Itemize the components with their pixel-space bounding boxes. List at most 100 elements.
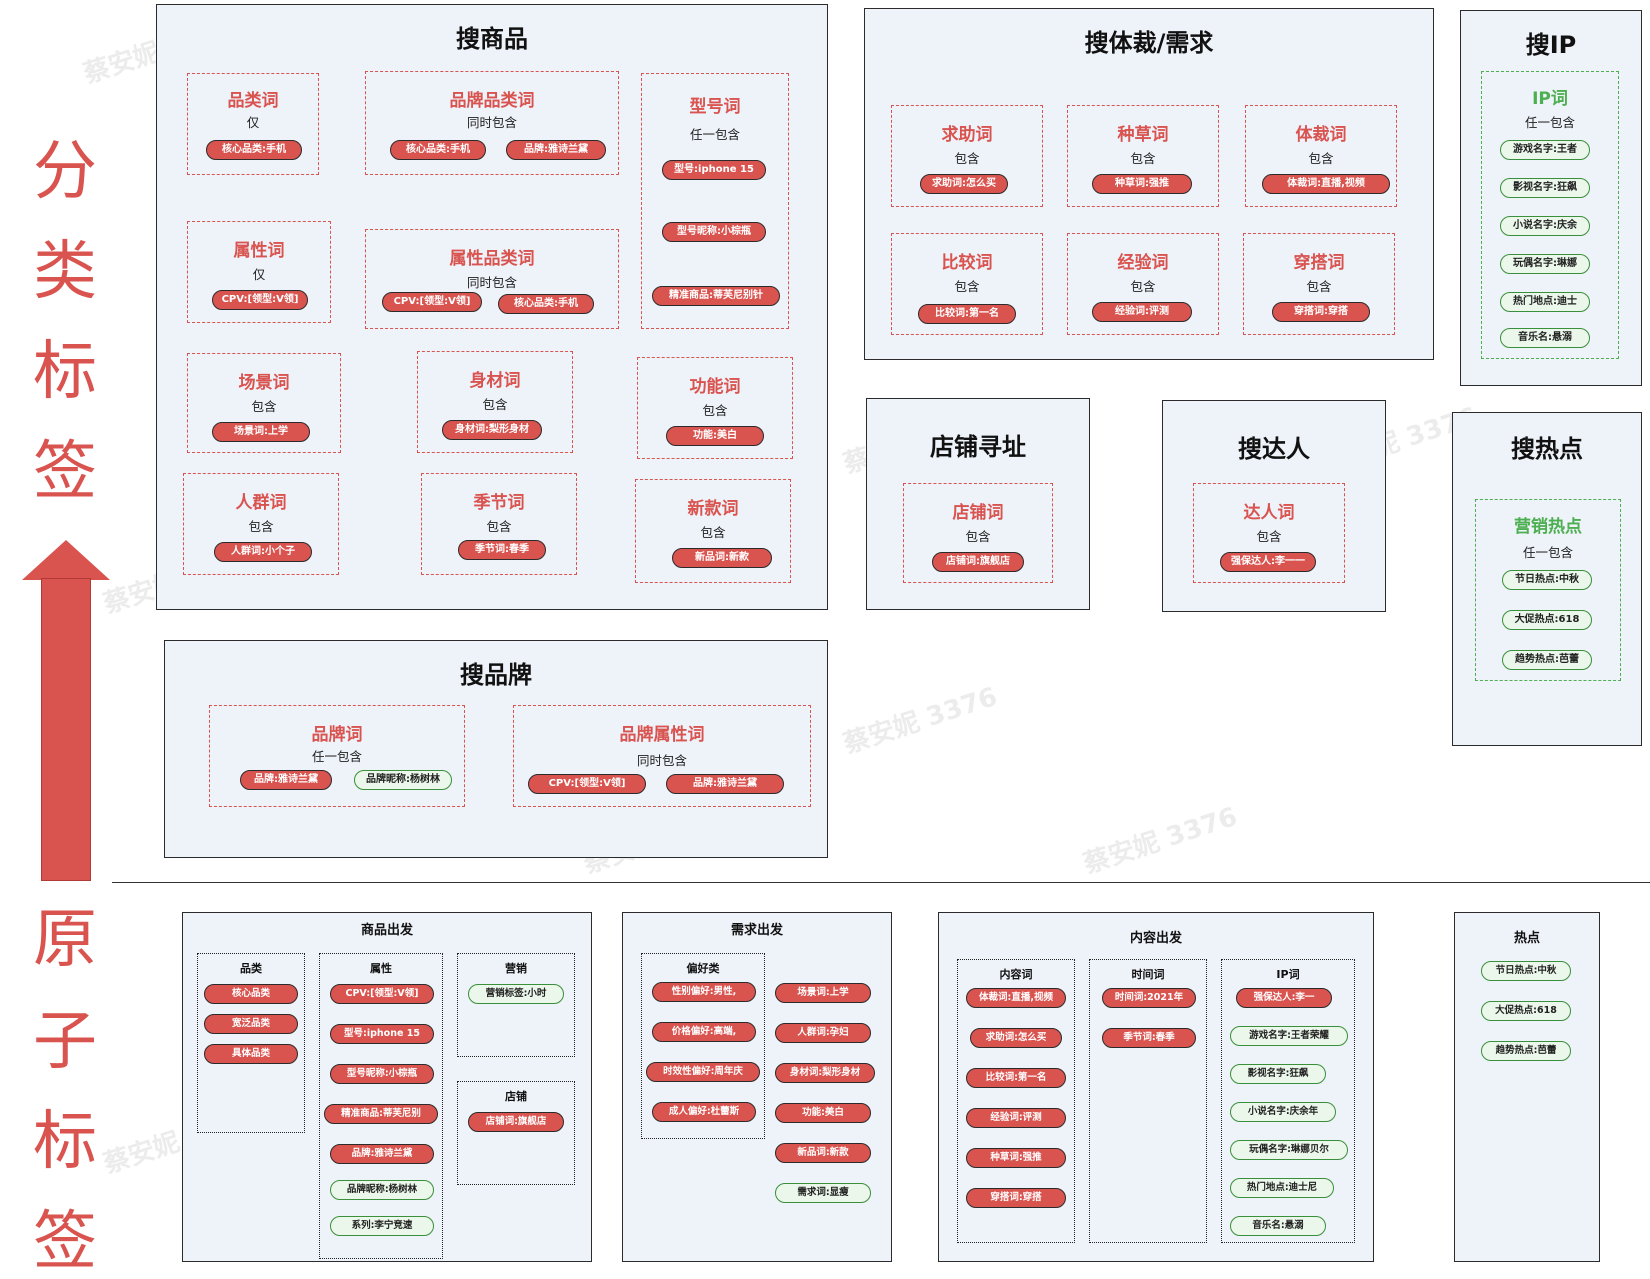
group-note: 包含 bbox=[965, 529, 991, 544]
tag-pill: 核心品类:手机 bbox=[498, 294, 594, 314]
tag-pill: 场景词:上学 bbox=[212, 422, 310, 442]
group-title: 品牌属性词 bbox=[619, 725, 705, 745]
group-title: 穿搭词 bbox=[1293, 253, 1345, 273]
group-title: 功能词 bbox=[689, 377, 741, 397]
tag-pill: 宽泛品类 bbox=[204, 1014, 298, 1034]
tag-pill: 新品词:新款 bbox=[672, 548, 772, 568]
tag-pill: 营销标签:小时 bbox=[468, 984, 564, 1004]
tag-pill: 比较词:第一名 bbox=[966, 1068, 1066, 1088]
tag-pill: 热门地点:迪士 bbox=[1500, 292, 1590, 312]
tag-pill: 型号昵称:小棕瓶 bbox=[330, 1064, 434, 1084]
group-note: 包含 bbox=[1306, 279, 1332, 294]
genre-word-group: 体裁词 包含 体裁词:直播,视频 bbox=[1245, 105, 1397, 207]
group-title: 人群词 bbox=[235, 493, 287, 513]
preference-group: 偏好类 性别偏好:男性, 价格偏好:高端, 时效性偏好:周年庆 成人偏好:杜蕾斯 bbox=[641, 953, 765, 1139]
side-label-char: 签 bbox=[33, 1205, 97, 1279]
side-label-char: 类 bbox=[33, 235, 97, 309]
group-title: 经验词 bbox=[1117, 253, 1169, 273]
crowd-word-group: 人群词 包含 人群词:小个子 bbox=[183, 473, 339, 575]
group-title: 场景词 bbox=[238, 373, 290, 393]
tag-pill: 季节词:春季 bbox=[458, 540, 546, 560]
tag-pill: 玩偶名字:琳娜贝尔 bbox=[1230, 1140, 1348, 1160]
group-note: 包含 bbox=[482, 397, 508, 412]
group-title: 属性品类词 bbox=[449, 249, 535, 269]
tag-pill: 强保达人:李一一 bbox=[1220, 552, 1316, 572]
tag-pill: 需求词:显瘦 bbox=[775, 1183, 871, 1203]
tag-pill: 人群词:孕妇 bbox=[775, 1023, 871, 1043]
category-group: 品类 核心品类 宽泛品类 具体品类 bbox=[197, 953, 305, 1133]
tag-pill: 体裁词:直播,视频 bbox=[1262, 174, 1390, 194]
tag-pill: 价格偏好:高端, bbox=[652, 1022, 756, 1042]
content-word-group: 内容词 体裁词:直播,视频 求助词:怎么买 比较词:第一名 经验词:评测 种草词… bbox=[957, 959, 1075, 1243]
panel-title: 需求出发 bbox=[730, 923, 783, 938]
brand-attribute-word-group: 品牌属性词 同时包含 CPV:[领型:V领] 品牌:雅诗兰黛 bbox=[513, 705, 811, 807]
group-note: 包含 bbox=[248, 519, 274, 534]
group-title: 比较词 bbox=[941, 253, 993, 273]
tag-pill: 店铺词:旗舰店 bbox=[932, 552, 1024, 572]
atomic-demand-panel: 需求出发 偏好类 性别偏好:男性, 价格偏好:高端, 时效性偏好:周年庆 成人偏… bbox=[622, 912, 892, 1262]
group-title: 内容词 bbox=[999, 968, 1033, 981]
tag-pill: 人群词:小个子 bbox=[214, 542, 312, 562]
group-note: 同时包含 bbox=[466, 275, 517, 290]
category-word-group: 品类词 仅 核心品类:手机 bbox=[187, 73, 319, 175]
tag-pill: 核心品类:手机 bbox=[206, 140, 302, 160]
shop-group: 店铺 店铺词:旗舰店 bbox=[457, 1081, 575, 1185]
tag-pill: 热门地点:迪士尼 bbox=[1230, 1178, 1334, 1198]
tag-pill: CPV:[领型:V领] bbox=[528, 774, 646, 794]
tag-pill: 性别偏好:男性, bbox=[652, 982, 756, 1002]
tag-pill: 时间词:2021年 bbox=[1102, 988, 1196, 1008]
group-note: 包含 bbox=[1130, 151, 1156, 166]
new-word-group: 新款词 包含 新品词:新款 bbox=[635, 479, 791, 583]
compare-word-group: 比较词 包含 比较词:第一名 bbox=[891, 233, 1043, 335]
tag-pill: 求助词:怎么买 bbox=[970, 1028, 1062, 1048]
group-title: 季节词 bbox=[473, 493, 525, 513]
tag-pill: 体裁词:直播,视频 bbox=[966, 988, 1066, 1008]
tag-pill: 经验词:评测 bbox=[966, 1108, 1066, 1128]
tag-pill: 型号昵称:小棕瓶 bbox=[662, 222, 766, 242]
search-hot-panel: 搜热点 营销热点 任一包含 节日热点:中秋 大促热点:618 趋势热点:芭蕾 bbox=[1452, 412, 1642, 746]
tag-pill: 成人偏好:杜蕾斯 bbox=[652, 1102, 756, 1122]
help-word-group: 求助词 包含 求助词:怎么买 bbox=[891, 105, 1043, 207]
group-title: 营销 bbox=[505, 962, 527, 975]
tag-pill: CPV:[领型:V领] bbox=[330, 984, 434, 1004]
group-title: 品牌品类词 bbox=[449, 91, 535, 111]
group-note: 包含 bbox=[1130, 279, 1156, 294]
group-title: 品类 bbox=[240, 962, 262, 975]
tag-pill: 节日热点:中秋 bbox=[1481, 961, 1571, 981]
up-arrow-shaft-icon bbox=[41, 578, 91, 881]
tag-pill: CPV:[领型:V领] bbox=[212, 290, 308, 310]
tag-pill: 经验词:评测 bbox=[1092, 302, 1192, 322]
group-title: 店铺词 bbox=[952, 503, 1004, 523]
panel-title: 内容出发 bbox=[1129, 931, 1182, 946]
group-note: 任一包含 bbox=[1522, 545, 1573, 560]
tag-pill: 型号:iphone 15 bbox=[330, 1024, 434, 1044]
side-label-char: 子 bbox=[33, 1005, 97, 1079]
tag-pill: 品牌:雅诗兰黛 bbox=[666, 774, 784, 794]
tag-pill: 场景词:上学 bbox=[775, 983, 871, 1003]
ip-word-group: IP词 强保达人:李一 游戏名字:王者荣耀 影视名字:狂飙 小说名字:庆余年 玩… bbox=[1221, 959, 1355, 1243]
shop-address-panel: 店铺寻址 店铺词 包含 店铺词:旗舰店 bbox=[866, 398, 1090, 610]
group-note: 包含 bbox=[954, 279, 980, 294]
tag-pill: 品牌:雅诗兰黛 bbox=[506, 140, 606, 160]
tag-pill: 节日热点:中秋 bbox=[1502, 570, 1592, 590]
watermark: 蔡安妮 3376 bbox=[1080, 801, 1241, 880]
search-ip-panel: 搜IP IP词 任一包含 游戏名字:王者 影视名字:狂飙 小说名字:庆余 玩偶名… bbox=[1460, 10, 1642, 386]
season-word-group: 季节词 包含 季节词:春季 bbox=[421, 473, 577, 575]
tag-pill: 功能:美白 bbox=[666, 426, 764, 446]
search-brand-panel: 搜品牌 品牌词 任一包含 品牌:雅诗兰黛 品牌昵称:杨树林 品牌属性词 同时包含… bbox=[164, 640, 828, 858]
group-title: IP词 bbox=[1532, 89, 1568, 109]
side-label-char: 原 bbox=[33, 903, 97, 977]
tag-pill: 强保达人:李一 bbox=[1236, 988, 1332, 1008]
side-label-char: 标 bbox=[33, 335, 97, 409]
brand-word-group: 品牌词 任一包含 品牌:雅诗兰黛 品牌昵称:杨树林 bbox=[209, 705, 465, 807]
search-expert-panel: 搜达人 达人词 包含 强保达人:李一一 bbox=[1162, 400, 1386, 612]
group-title: 品类词 bbox=[227, 91, 279, 111]
attribute-category-word-group: 属性品类词 同时包含 CPV:[领型:V领] 核心品类:手机 bbox=[365, 229, 619, 329]
marketing-group: 营销 营销标签:小时 bbox=[457, 953, 575, 1057]
function-word-group: 功能词 包含 功能:美白 bbox=[637, 357, 793, 459]
group-note: 任一包含 bbox=[311, 749, 362, 764]
tag-pill: 型号:iphone 15 bbox=[662, 160, 766, 180]
group-title: 品牌词 bbox=[311, 725, 363, 745]
group-note: 包含 bbox=[700, 525, 726, 540]
tag-pill: 音乐名:悬溺 bbox=[1500, 328, 1590, 348]
